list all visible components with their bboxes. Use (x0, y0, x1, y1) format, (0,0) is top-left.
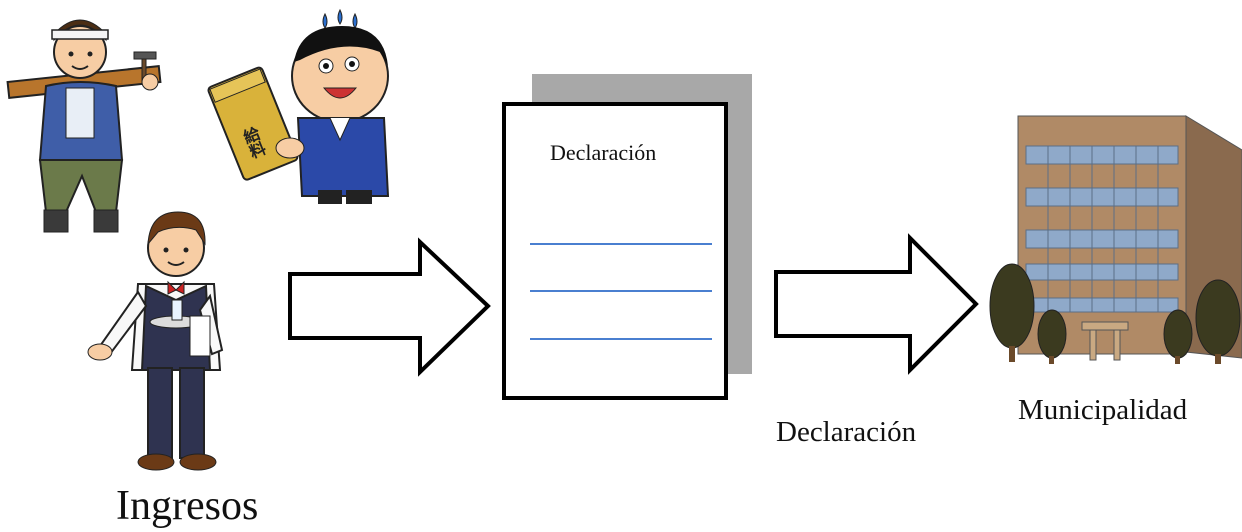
declaration-document (502, 74, 752, 400)
waiter-figure (87, 211, 224, 471)
tree (989, 263, 1241, 359)
arrow-to-document (288, 237, 491, 377)
municipal-building (989, 115, 1242, 364)
arrow-to-municipality (774, 233, 979, 375)
income-label: Ingresos (116, 483, 259, 529)
arrow-caption: Declaración (776, 416, 917, 448)
document-title: Declaración (550, 140, 657, 165)
salaryman-with-pay-envelope-figure: 給料 (207, 8, 390, 204)
carpenter-figure (6, 19, 162, 233)
municipality-label: Municipalidad (1018, 394, 1188, 426)
document-page (502, 102, 728, 400)
